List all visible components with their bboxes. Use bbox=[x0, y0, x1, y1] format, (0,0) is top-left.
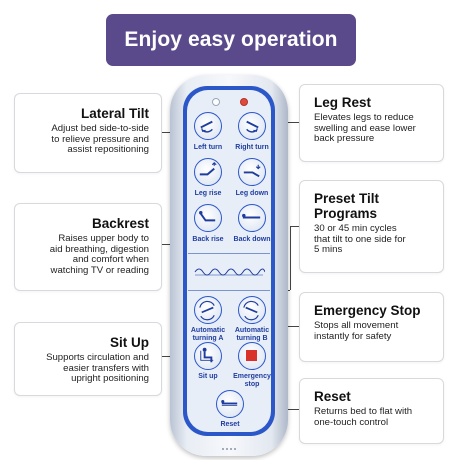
feature-description: Raises upper body to aid breathing, dige… bbox=[49, 233, 149, 276]
feature-card-leg-rest: Leg Rest Elevates legs to reduce swellin… bbox=[299, 84, 444, 162]
indicator-led-icon bbox=[212, 98, 220, 106]
reset-button[interactable] bbox=[216, 390, 244, 418]
back-down-label: Back down bbox=[233, 236, 271, 243]
speaker-grille-icon bbox=[222, 448, 236, 450]
feature-title: Backrest bbox=[91, 216, 149, 231]
flat-bed-icon bbox=[221, 400, 238, 406]
emergency-stop-button[interactable] bbox=[238, 342, 266, 370]
feature-description: Returns bed to flat with one-touch contr… bbox=[314, 406, 413, 428]
sit-up-button[interactable] bbox=[194, 342, 222, 370]
left-turn-label: Left turn bbox=[193, 144, 223, 151]
sit-up-icon bbox=[200, 347, 214, 363]
feature-description: 30 or 45 min cycles that tilt to one sid… bbox=[314, 223, 406, 256]
feature-card-lateral-tilt: Lateral Tilt Adjust bed side-to-side to … bbox=[14, 93, 162, 173]
feature-title: Emergency Stop bbox=[314, 303, 421, 318]
back-rise-label: Back rise bbox=[192, 236, 224, 243]
feature-card-preset-tilt: Preset Tilt Programs 30 or 45 min cycles… bbox=[299, 180, 444, 273]
feature-card-emergency-stop: Emergency Stop Stops all movement instan… bbox=[299, 292, 444, 362]
auto-turn-b-icon bbox=[243, 300, 259, 321]
feature-card-backrest: Backrest Raises upper body to aid breath… bbox=[14, 203, 162, 291]
leg-down-label: Leg down bbox=[235, 190, 269, 197]
automatic-turning-a-button[interactable] bbox=[194, 296, 222, 324]
sit-up-label: Sit up bbox=[198, 373, 218, 380]
leg-down-icon bbox=[243, 164, 261, 178]
feature-description: Adjust bed side-to-side to relieve press… bbox=[51, 123, 149, 156]
feature-title: Preset Tilt Programs bbox=[314, 191, 380, 221]
feature-description: Supports circulation and easier transfer… bbox=[46, 352, 149, 385]
feature-card-sit-up: Sit Up Supports circulation and easier t… bbox=[14, 322, 162, 396]
back-rise-button[interactable] bbox=[194, 204, 222, 232]
feature-title: Reset bbox=[314, 389, 351, 404]
feature-description: Stops all movement instantly for safety bbox=[314, 320, 399, 342]
left-turn-button[interactable] bbox=[194, 112, 222, 140]
automatic-turning-b-label: Automatic turning B bbox=[234, 327, 270, 342]
decorative-pattern-icon bbox=[194, 268, 265, 276]
panel-divider bbox=[188, 290, 270, 291]
indicator-led-red-icon bbox=[240, 98, 248, 106]
reset-label: Reset bbox=[220, 421, 240, 428]
auto-turn-a-icon bbox=[199, 300, 215, 321]
panel-divider bbox=[188, 253, 270, 254]
right-turn-button[interactable] bbox=[238, 112, 266, 140]
stop-square-icon bbox=[246, 350, 257, 361]
leg-rise-icon bbox=[199, 162, 217, 176]
right-turn-label: Right turn bbox=[235, 144, 269, 151]
feature-title: Leg Rest bbox=[314, 95, 372, 110]
header-banner: Enjoy easy operation bbox=[106, 14, 356, 66]
rotate-right-icon bbox=[246, 120, 259, 133]
automatic-turning-b-button[interactable] bbox=[238, 296, 266, 324]
back-rise-icon bbox=[199, 210, 216, 222]
feature-card-reset: Reset Returns bed to flat with one-touch… bbox=[299, 378, 444, 444]
back-down-icon bbox=[242, 213, 261, 219]
remote-panel-face bbox=[187, 90, 271, 432]
feature-title: Sit Up bbox=[110, 335, 149, 350]
back-down-button[interactable] bbox=[238, 204, 266, 232]
feature-description: Elevates legs to reduce swelling and eas… bbox=[314, 112, 416, 145]
leg-rise-button[interactable] bbox=[194, 158, 222, 186]
rotate-left-icon bbox=[200, 120, 213, 133]
leg-down-button[interactable] bbox=[238, 158, 266, 186]
automatic-turning-a-label: Automatic turning A bbox=[190, 327, 226, 342]
leg-rise-label: Leg rise bbox=[194, 190, 222, 197]
banner-title: Enjoy easy operation bbox=[124, 28, 338, 51]
feature-title: Lateral Tilt bbox=[80, 106, 149, 121]
emergency-stop-label: Emergency stop bbox=[233, 373, 271, 388]
